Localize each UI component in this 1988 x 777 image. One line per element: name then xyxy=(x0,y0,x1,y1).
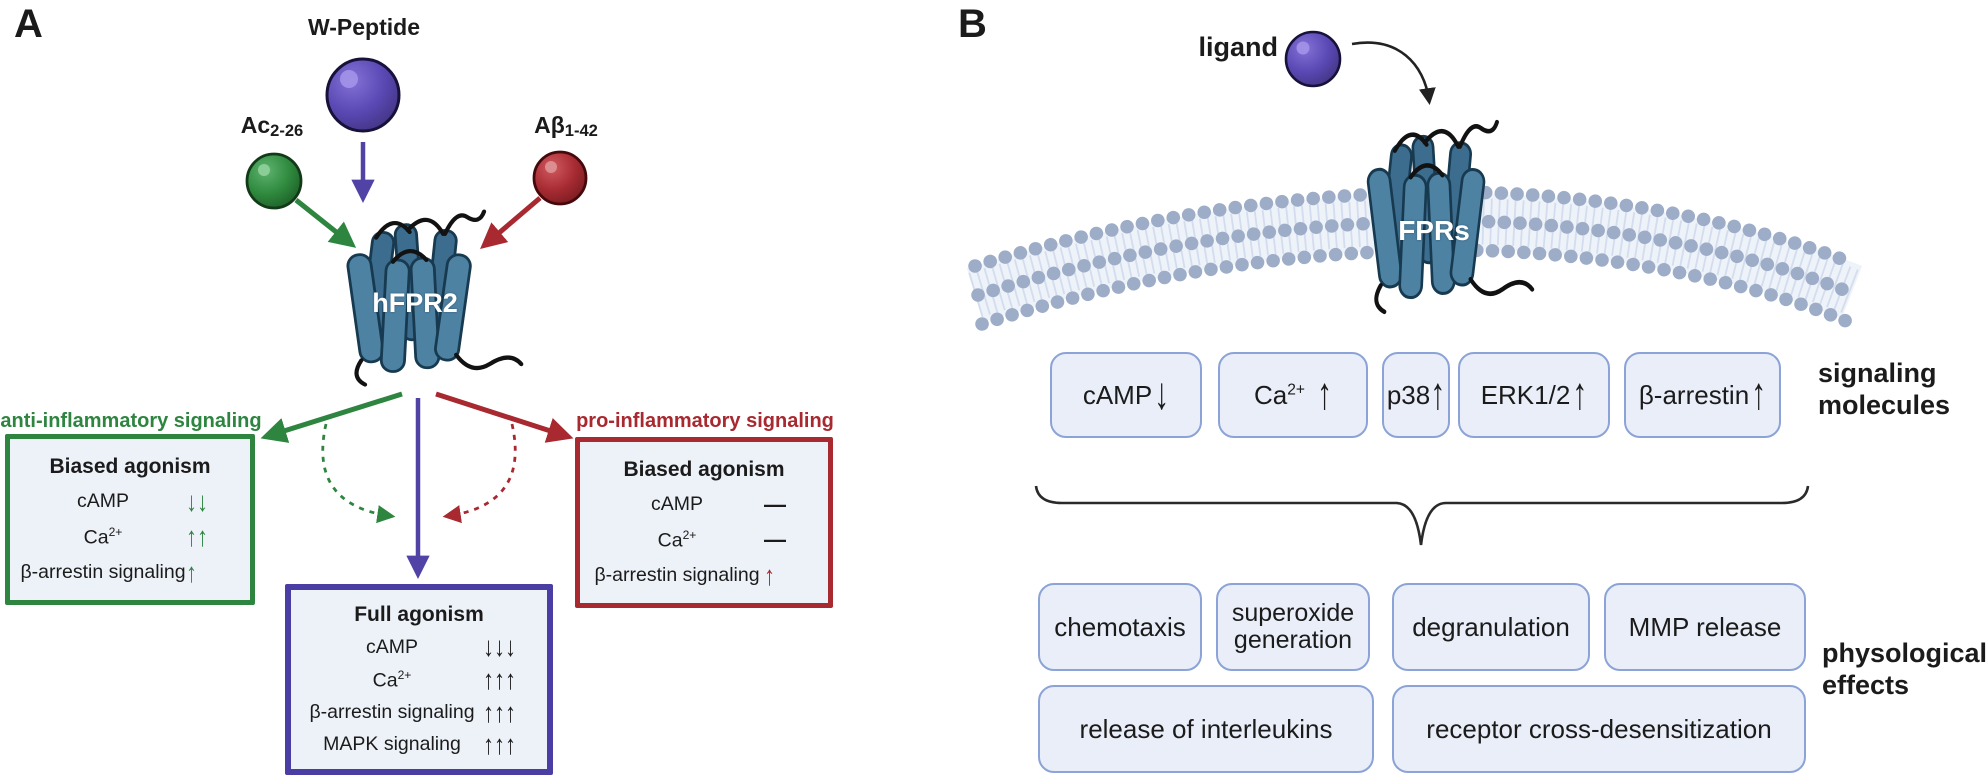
anti-inflammatory-title: anti-inflammatory signaling xyxy=(0,410,262,432)
ligand-sphere-icon xyxy=(1284,30,1342,88)
box-title: Full agonism xyxy=(354,602,484,626)
ac-label-main: Ac xyxy=(240,112,271,138)
signal-row: cAMP ↓↓ xyxy=(20,485,240,517)
up-arrows: ↑↑ xyxy=(186,521,208,553)
signal-row: β-arrestin signaling ↑ xyxy=(590,559,818,591)
signal-row: β-arrestin signaling ↑↑↑ xyxy=(301,696,537,728)
physiological-effects-caption: physological effects xyxy=(1822,638,1988,700)
signaling-box-erk: ERK1/2↑ xyxy=(1458,352,1610,438)
effect-box-cross-desensitization: receptor cross-desensitization xyxy=(1392,685,1806,773)
signal-row: Ca2+ — xyxy=(657,527,786,553)
abeta-arrow xyxy=(480,196,542,250)
red-dashed-arc xyxy=(442,423,517,524)
anti-inflammatory-arrow xyxy=(260,391,403,443)
up-arrows: ↑↑↑ xyxy=(483,728,516,760)
panel-b-label: B xyxy=(958,2,987,46)
box-title: Biased agonism xyxy=(623,457,785,481)
pro-inflammatory-arrow xyxy=(435,391,574,443)
biased-agonism-pro-box: Biased agonism cAMP — Ca2+ — β-arrestin … xyxy=(575,437,833,608)
signal-row: Ca2+ ↑↑↑ xyxy=(301,663,537,695)
signaling-molecules-caption: signaling molecules xyxy=(1818,358,1951,420)
effect-box-degranulation: degranulation xyxy=(1392,583,1590,671)
hfpr2-receptor-label: hFPR2 xyxy=(372,288,458,318)
up-arrows: ↑ xyxy=(764,559,775,591)
signal-row: cAMP — xyxy=(650,491,786,517)
up-arrow: ↑ xyxy=(1751,369,1767,419)
ac-arrow xyxy=(294,198,357,248)
up-arrows: ↑ xyxy=(186,556,197,588)
ac-label-sub: 2-26 xyxy=(270,121,304,141)
box-title: Biased agonism xyxy=(49,454,211,478)
w-peptide-label: W-Peptide xyxy=(308,14,420,40)
panel-a-label: A xyxy=(14,2,43,46)
signal-row: MAPK signaling ↑↑↑ xyxy=(301,728,537,760)
down-arrow: ↓ xyxy=(1154,369,1170,419)
fprs-receptor-label: FPRs xyxy=(1398,215,1470,246)
ligand-label: ligand xyxy=(1198,32,1279,62)
full-agonism-box: Full agonism cAMP ↓↓↓ Ca2+ ↑↑↑ β-arresti… xyxy=(285,584,553,775)
ligand-binding-arrow xyxy=(1351,41,1436,106)
ac2-26-label: Ac2-26 xyxy=(222,112,322,141)
up-arrow: ↑ xyxy=(1317,369,1333,419)
pro-inflammatory-title: pro-inflammatory signaling xyxy=(576,410,834,432)
abeta-label: Aβ1-42 xyxy=(516,112,616,141)
signaling-box-ca: Ca2+↑ xyxy=(1218,352,1368,438)
biased-agonism-anti-box: Biased agonism cAMP ↓↓ Ca2+ ↑↑ β-arresti… xyxy=(5,434,255,605)
effect-box-superoxide: superoxide generation xyxy=(1216,583,1370,671)
up-arrow: ↑ xyxy=(1430,369,1446,419)
abeta-label-main: Aβ xyxy=(534,112,565,138)
signaling-box-p38: p38↑ xyxy=(1382,352,1450,438)
down-arrows: ↓↓ xyxy=(186,485,208,517)
abeta-sphere-icon xyxy=(532,150,588,206)
signal-row: β-arrestin signaling ↑ xyxy=(20,556,240,588)
signaling-box-barrestin: β-arrestin↑ xyxy=(1624,352,1781,438)
green-dashed-arc xyxy=(321,423,396,524)
up-arrows: ↑↑↑ xyxy=(483,696,516,728)
ac2-26-sphere-icon xyxy=(245,152,303,210)
abeta-label-sub: 1-42 xyxy=(564,121,598,141)
curly-brace-icon xyxy=(1034,485,1810,546)
no-change-dash: — xyxy=(764,491,786,517)
down-arrows: ↓↓↓ xyxy=(483,631,516,663)
effect-box-chemotaxis: chemotaxis xyxy=(1038,583,1202,671)
no-change-dash: — xyxy=(764,527,786,553)
effect-box-mmp: MMP release xyxy=(1604,583,1806,671)
up-arrow: ↑ xyxy=(1572,369,1588,419)
effect-box-interleukins: release of interleukins xyxy=(1038,685,1374,773)
signaling-box-camp: cAMP↓ xyxy=(1050,352,1202,438)
w-peptide-sphere-icon xyxy=(325,57,401,133)
signal-row: Ca2+ ↑↑ xyxy=(20,521,240,553)
signal-row: cAMP ↓↓↓ xyxy=(301,631,537,663)
up-arrows: ↑↑↑ xyxy=(483,663,516,695)
